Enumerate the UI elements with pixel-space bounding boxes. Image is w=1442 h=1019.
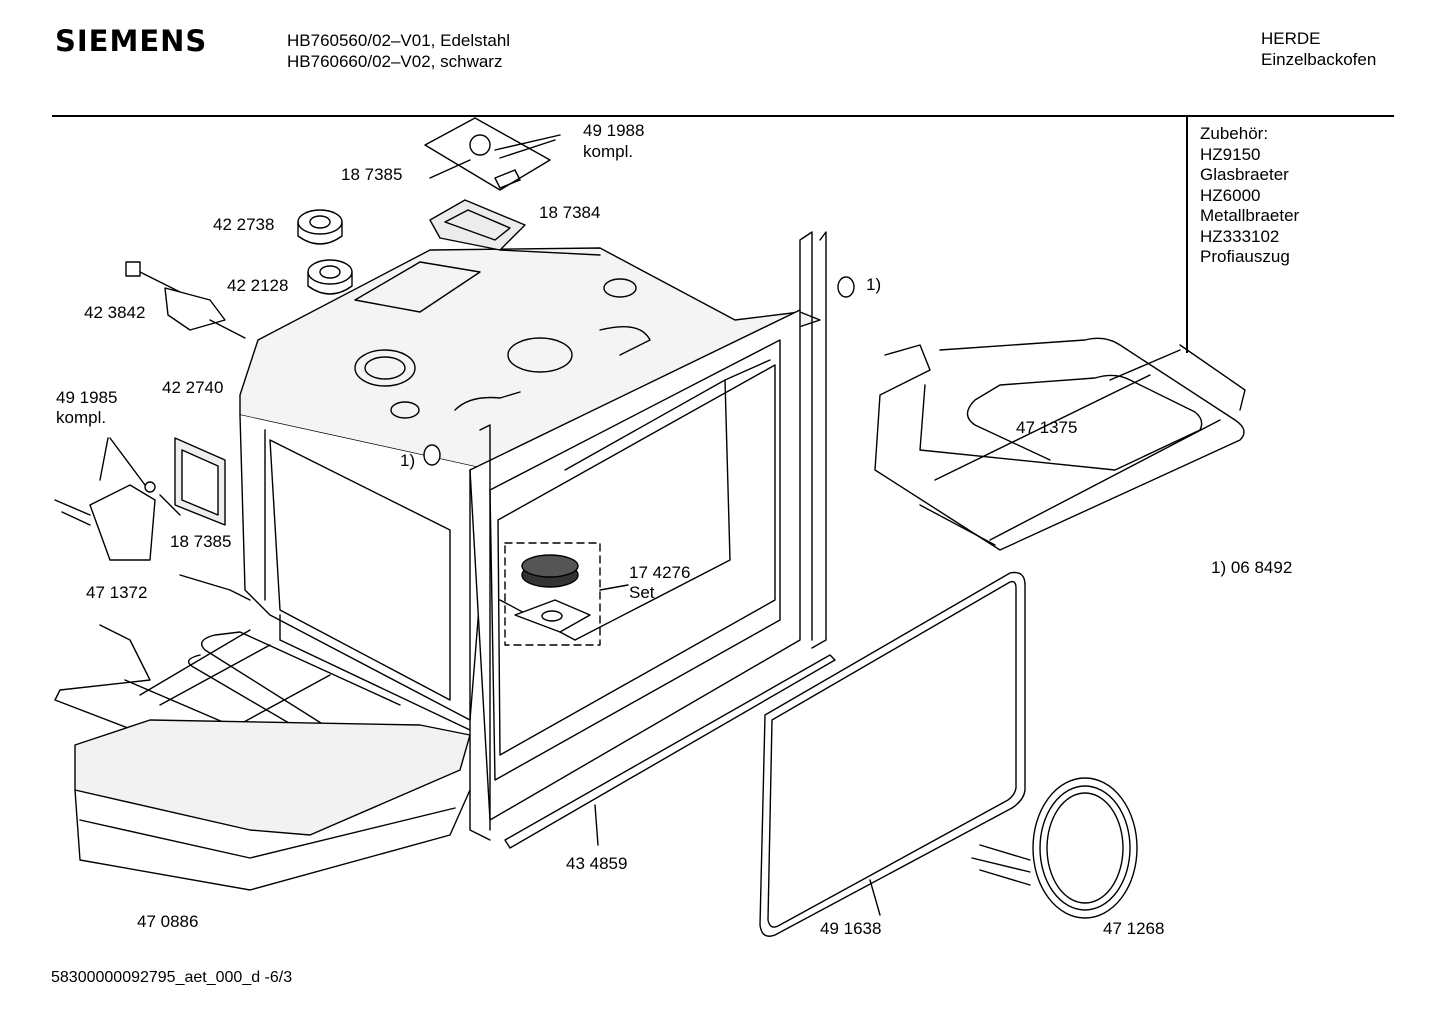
footnote-068492: 1) 06 8492 bbox=[1211, 558, 1293, 577]
part-422128-drawing bbox=[307, 259, 353, 295]
note-marker-left: 1) bbox=[400, 451, 416, 470]
part-number-434859: 43 4859 bbox=[566, 854, 628, 873]
part-491985-drawing bbox=[54, 437, 181, 561]
brand-logo: SIEMENS bbox=[55, 24, 208, 58]
document-id: 58300000092795_aet_000_d -6/3 bbox=[51, 969, 293, 986]
part-422738-drawing bbox=[297, 209, 343, 245]
part-number-187385-top: 18 7385 bbox=[341, 165, 403, 184]
accessory-item: HZ333102 bbox=[1200, 227, 1280, 246]
part-number-471268: 47 1268 bbox=[1103, 919, 1165, 938]
part-number-471372: 47 1372 bbox=[86, 583, 148, 602]
part-number-422128: 42 2128 bbox=[227, 276, 289, 295]
part-470886-drawing bbox=[74, 719, 471, 891]
part-number-423842: 42 3842 bbox=[84, 303, 146, 322]
part-number-491988: 49 1988 bbox=[583, 121, 645, 140]
category-label: HERDE bbox=[1261, 29, 1321, 48]
note-marker-top: 1) bbox=[866, 275, 882, 294]
accessory-divider bbox=[1186, 117, 1188, 353]
part-note-174276: Set bbox=[629, 583, 655, 602]
part-note-491985: kompl. bbox=[56, 408, 107, 427]
part-422740-drawing bbox=[174, 437, 226, 526]
accessories-title: Zubehör: bbox=[1200, 124, 1269, 143]
part-number-187385-left: 18 7385 bbox=[170, 532, 232, 551]
part-423842-drawing bbox=[125, 261, 246, 339]
bulb-left-drawing bbox=[423, 444, 441, 466]
part-number-471375: 47 1375 bbox=[1016, 418, 1078, 437]
part-471375-drawing bbox=[874, 337, 1246, 551]
accessory-item: HZ6000 bbox=[1200, 186, 1261, 205]
accessory-item: Metallbraeter bbox=[1200, 206, 1300, 225]
part-471268-drawing bbox=[971, 777, 1138, 919]
part-number-422738: 42 2738 bbox=[213, 215, 275, 234]
part-number-470886: 47 0886 bbox=[137, 912, 199, 931]
part-number-491638: 49 1638 bbox=[820, 919, 882, 938]
accessory-item: Glasbraeter bbox=[1200, 165, 1289, 184]
model-line-2: HB760660/02–V02, schwarz bbox=[287, 52, 503, 71]
model-line-1: HB760560/02–V01, Edelstahl bbox=[287, 31, 511, 50]
part-174276-drawing bbox=[504, 542, 629, 646]
part-491638-drawing bbox=[759, 571, 1026, 937]
part-434859-drawing bbox=[504, 654, 836, 849]
part-number-174276: 17 4276 bbox=[629, 563, 691, 582]
accessory-item: HZ9150 bbox=[1200, 145, 1261, 164]
subcategory-label: Einzelbackofen bbox=[1261, 50, 1377, 69]
header-divider bbox=[52, 115, 1394, 117]
oven-body bbox=[239, 231, 827, 841]
part-note-491988: kompl. bbox=[583, 142, 634, 161]
bulb-top-drawing bbox=[837, 276, 855, 298]
accessory-item: Profiauszug bbox=[1200, 247, 1290, 266]
part-number-422740: 42 2740 bbox=[162, 378, 224, 397]
part-number-187384: 18 7384 bbox=[539, 203, 601, 222]
part-491988-drawing bbox=[424, 117, 561, 191]
part-187384-drawing bbox=[429, 199, 601, 256]
part-number-491985: 49 1985 bbox=[56, 388, 118, 407]
